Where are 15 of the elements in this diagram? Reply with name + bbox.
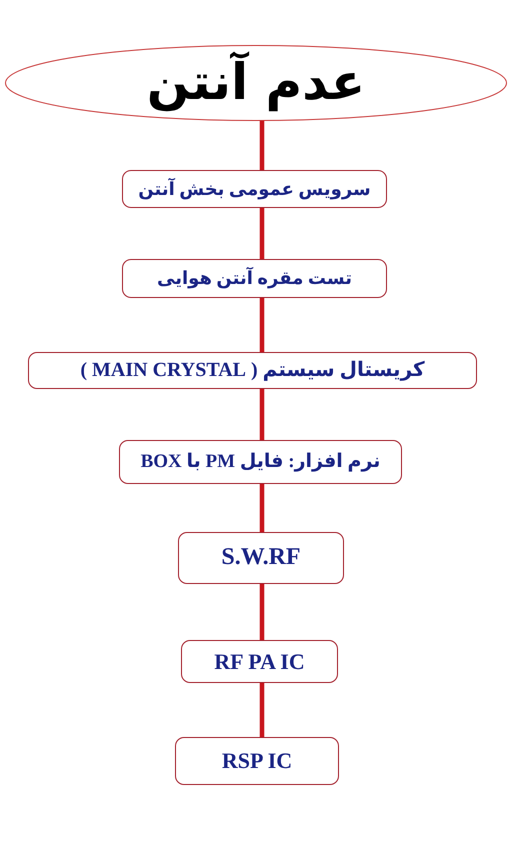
process-box: سرویس عمومی بخش آنتن [122,170,387,208]
process-box: RF PA IC [181,640,338,683]
process-box: تست مقره آنتن هوایی [122,259,387,298]
process-box: S.W.RF [178,532,344,584]
connector-line [260,208,264,259]
connector-line [260,584,264,640]
process-box: نرم افزار: فایل PM با BOX [119,440,402,484]
connector-line [260,389,264,440]
connector-line [260,484,264,532]
connector-line [260,298,264,352]
connector-line [260,120,264,170]
process-box: RSP IC [175,737,339,785]
title-ellipse: عدم آنتن [5,45,507,121]
connector-line [260,683,264,737]
process-box: کریستال سیستم ( MAIN CRYSTAL ) [28,352,477,389]
